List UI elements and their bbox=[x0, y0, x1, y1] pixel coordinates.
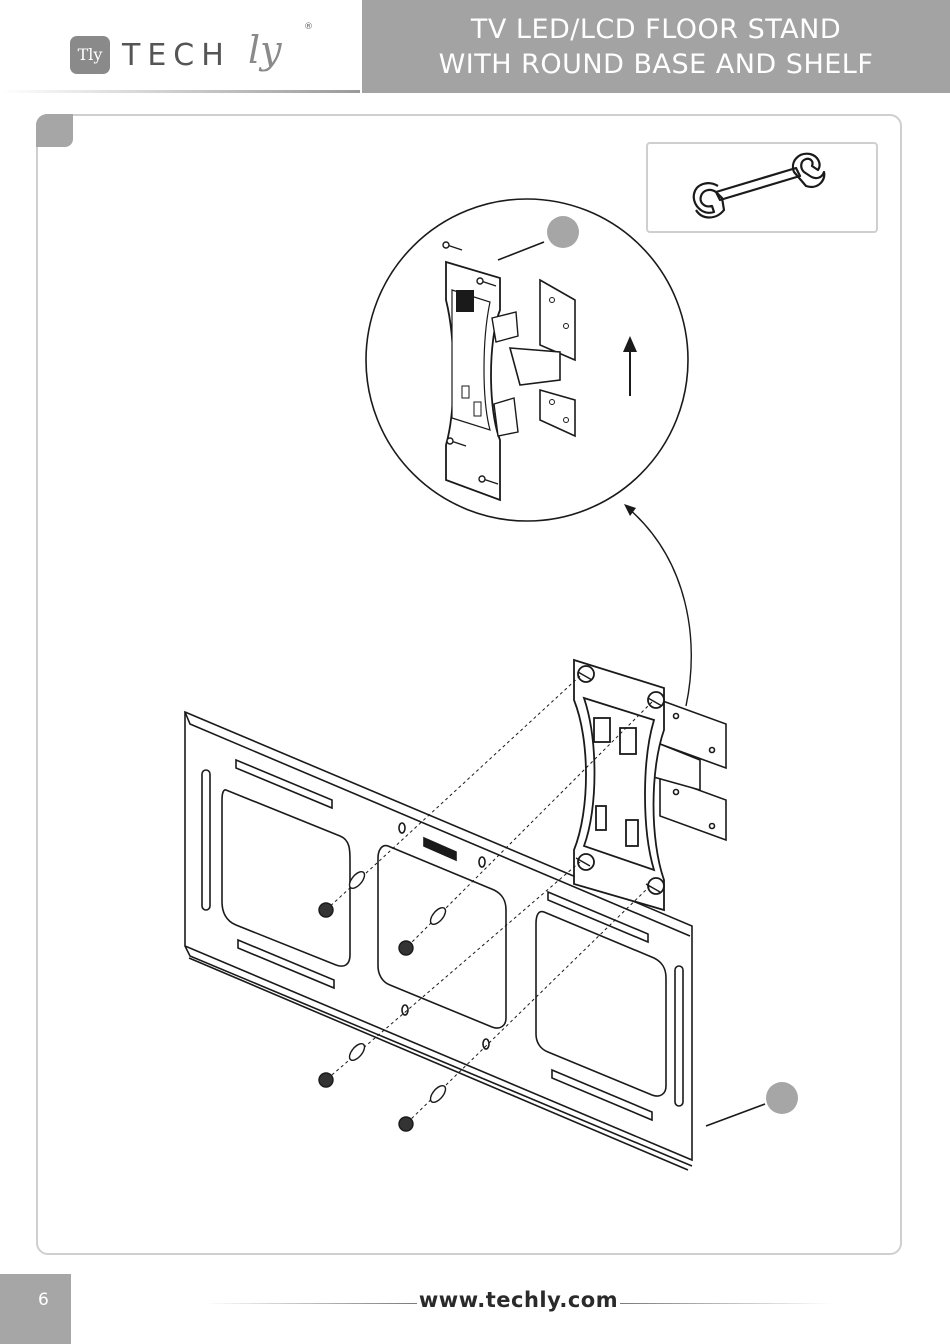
footer-website-link[interactable]: www.techly.com bbox=[417, 1288, 620, 1312]
vesa-plate bbox=[574, 660, 664, 910]
callout-dot-bottom bbox=[766, 1082, 798, 1114]
wrench-icon bbox=[694, 154, 825, 218]
page-number: 6 bbox=[0, 1290, 88, 1310]
footer-rule-left bbox=[205, 1303, 417, 1304]
detail-zoom-circle bbox=[366, 199, 688, 521]
footer-rule-right bbox=[620, 1303, 832, 1304]
callout-dot-top bbox=[547, 216, 579, 248]
